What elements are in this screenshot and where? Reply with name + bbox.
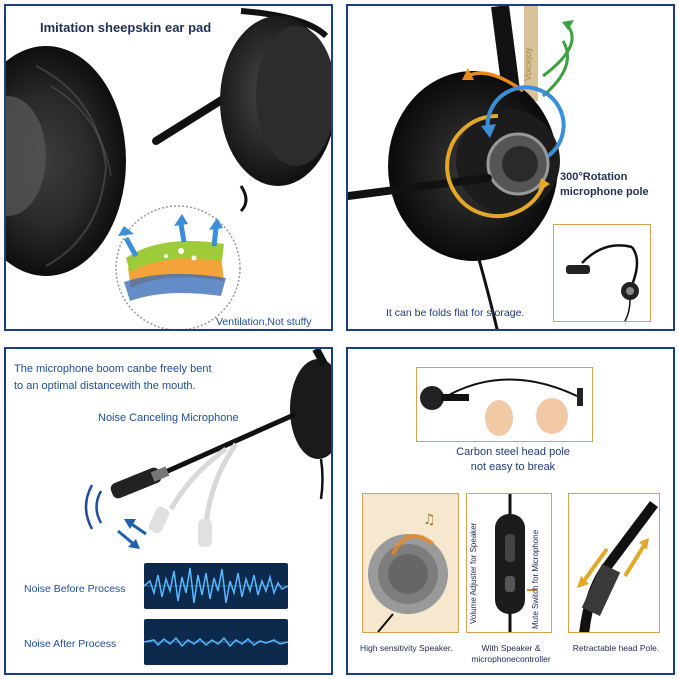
features-panel: Carbon steel head pole not easy to break… bbox=[346, 347, 675, 675]
rotation-panel: Voicejoy 300°Rotation microphone pole It… bbox=[346, 4, 675, 331]
headpole-inset bbox=[416, 367, 593, 442]
boom-description: The microphone boom canbe freely bent to… bbox=[14, 361, 212, 395]
controller-caption: With Speaker & microphonecontroller bbox=[466, 643, 556, 666]
noise-after-waveform bbox=[144, 619, 288, 665]
earpad-caption: Ventilation,Not stuffy bbox=[216, 316, 312, 328]
headpole-caption: Carbon steel head pole not easy to break bbox=[448, 445, 578, 476]
folded-headset-icon bbox=[566, 244, 639, 321]
speaker-illustration: ♫ bbox=[363, 494, 458, 632]
brand-label: Voicejoy bbox=[523, 47, 533, 81]
speaker-caption: High sensitivity Speaker. bbox=[360, 643, 453, 653]
waveform-after-graphic bbox=[144, 636, 288, 648]
retract-caption: Retractable head Pole. bbox=[572, 643, 660, 653]
controller-caption-line1: With Speaker & bbox=[481, 643, 541, 653]
rotation-label-line1: 300°Rotation bbox=[560, 171, 628, 183]
speaker-inset: ♫ bbox=[362, 493, 459, 633]
rotation-illustration: Voicejoy bbox=[348, 6, 574, 329]
mute-label: Mute Switch for Microphone bbox=[531, 529, 540, 629]
controller-illustration bbox=[495, 494, 537, 632]
microphone-illustration bbox=[84, 349, 331, 549]
fold-inset bbox=[553, 224, 651, 322]
controller-caption-line2: microphonecontroller bbox=[471, 654, 551, 665]
headpole-caption-line2: not easy to break bbox=[470, 461, 556, 474]
boom-description-line2: to an optimal distancewith the mouth. bbox=[14, 380, 196, 393]
rotation-label-line2: microphone pole bbox=[560, 185, 649, 198]
noise-before-label: Noise Before Process bbox=[24, 583, 126, 595]
controller-inset: Volume Adjuster for Speaker Mute Switch … bbox=[466, 493, 552, 633]
mic-label: Noise Canceling Microphone bbox=[98, 412, 239, 424]
earpad-panel: Imitation sheepskin ear pad bbox=[4, 4, 333, 331]
microphone-panel: The microphone boom canbe freely bent to… bbox=[4, 347, 333, 675]
headpole-caption-line1: Carbon steel head pole bbox=[456, 446, 570, 458]
fold-caption: It can be folds flat for storage. bbox=[386, 307, 525, 319]
noise-before-waveform bbox=[144, 563, 288, 609]
rotation-label: 300°Rotation microphone pole bbox=[560, 170, 649, 200]
boom-description-line1: The microphone boom canbe freely bent bbox=[14, 363, 212, 375]
retractable-inset bbox=[568, 493, 660, 633]
svg-text:♫: ♫ bbox=[423, 512, 436, 528]
noise-after-label: Noise After Process bbox=[24, 638, 117, 650]
waveform-before-graphic bbox=[144, 567, 288, 604]
earpad-title: Imitation sheepskin ear pad bbox=[40, 20, 212, 35]
headpole-illustration bbox=[420, 378, 583, 436]
volume-label: Volume Adjuster for Speaker bbox=[469, 522, 478, 624]
earpad-illustration bbox=[6, 8, 331, 329]
retractable-illustration bbox=[577, 501, 658, 632]
